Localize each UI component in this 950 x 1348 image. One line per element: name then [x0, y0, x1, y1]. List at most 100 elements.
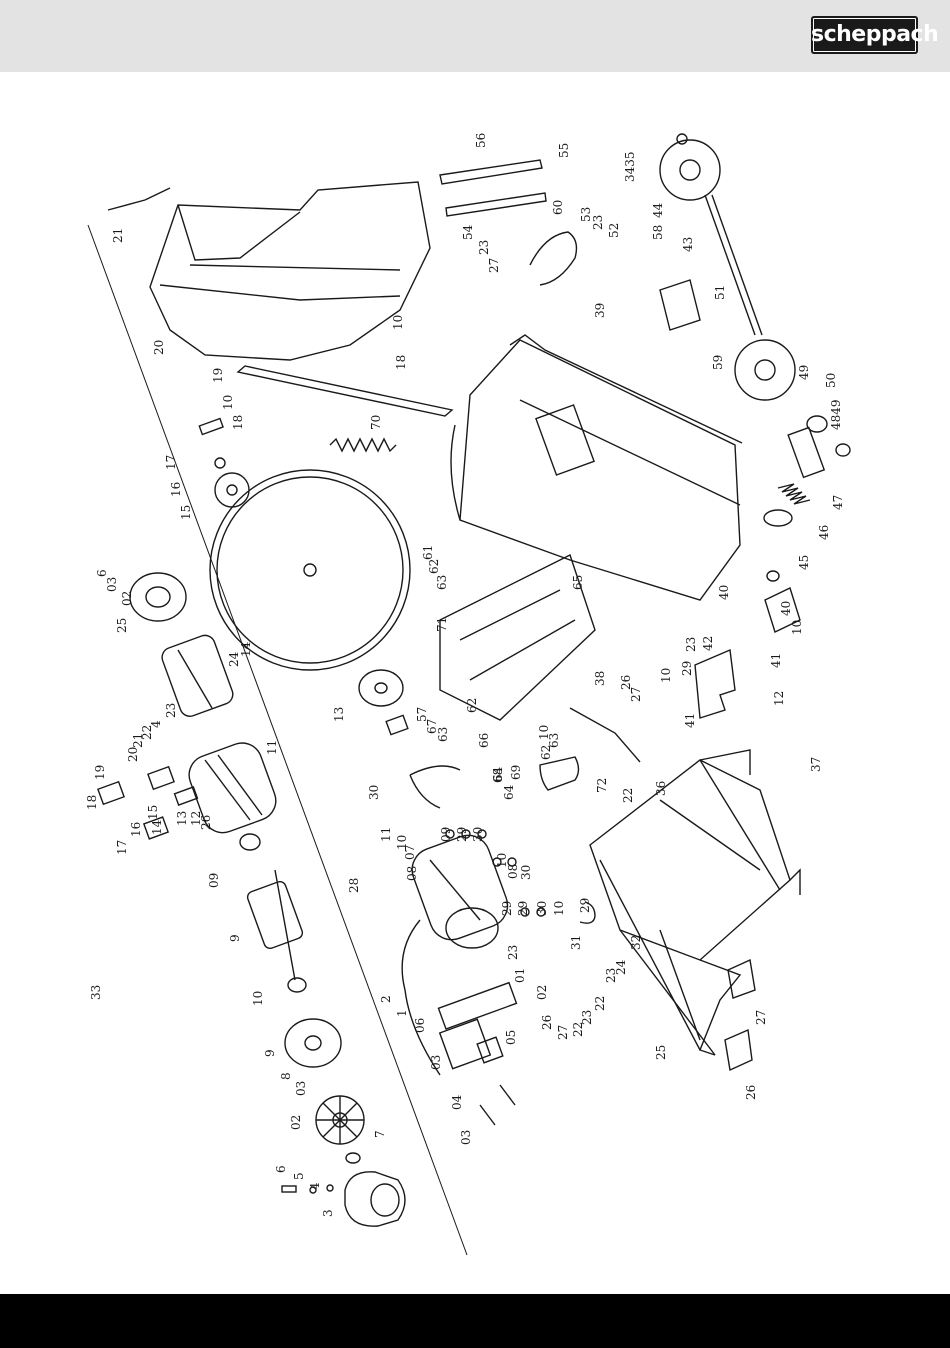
callout-label: 17	[115, 840, 129, 855]
callout-label: 62	[539, 745, 553, 760]
callout-label: 67	[425, 719, 439, 734]
callout-label: 41	[769, 653, 783, 668]
callout-label: 65	[571, 575, 585, 590]
callout-label: 24	[614, 959, 628, 975]
riving-bar	[236, 365, 454, 417]
callout-label: 60	[551, 200, 565, 215]
callout-label: 14	[150, 819, 164, 835]
callout-label: 23	[580, 1010, 594, 1025]
fan-clip	[345, 1152, 361, 1164]
callout-label: 10	[251, 991, 265, 1006]
cooling-fan	[315, 1095, 365, 1145]
callout-label: 26	[619, 675, 633, 690]
callout-label: 72	[595, 778, 609, 793]
callout-label: 02	[289, 1115, 303, 1130]
callout-label: 15	[146, 805, 160, 820]
mounting-plate	[437, 981, 518, 1030]
callout-label: 09	[439, 827, 453, 842]
callout-label: 29	[680, 661, 694, 676]
callout-label: 06	[413, 1018, 427, 1033]
callout-label: 22	[621, 788, 635, 803]
callout-label: 37	[809, 757, 823, 772]
end-shield	[284, 1018, 342, 1068]
stator	[161, 634, 234, 717]
callout-label: 23	[604, 968, 618, 983]
saw-blade	[209, 469, 411, 671]
callout-label: 11	[379, 827, 393, 842]
right-bracket	[764, 587, 801, 633]
switch-screws	[479, 1084, 516, 1126]
terminal-box	[97, 765, 199, 840]
callout-label: 71	[435, 617, 449, 632]
callout-label: 26	[199, 815, 213, 830]
callout-label: 64	[502, 784, 516, 800]
fence-handle	[529, 231, 578, 286]
blade-guard-housing	[107, 181, 431, 361]
callout-label: 3435	[623, 151, 637, 182]
callout-label: 27	[487, 258, 501, 273]
callout-label: 22	[571, 1022, 585, 1037]
callout-label: 38	[593, 671, 607, 686]
arbor-bolt-washers	[198, 417, 250, 508]
tilt-spring-assembly	[763, 415, 851, 582]
callout-label: 69	[509, 765, 523, 780]
callout-label: 58	[651, 225, 665, 240]
callout-label: 51	[713, 285, 727, 300]
callout-label: 47	[831, 495, 845, 510]
callout-label: 24	[227, 651, 241, 667]
callout-label: 20	[152, 340, 166, 355]
callout-label: 18	[394, 355, 408, 370]
diagram-divider-line	[87, 224, 468, 1256]
header-band	[0, 0, 950, 72]
stand-feet	[724, 958, 756, 1072]
callout-label: 49	[797, 365, 811, 380]
callout-label: 07	[403, 845, 417, 860]
callout-label: 03	[105, 577, 119, 592]
callout-label: 3	[321, 1209, 335, 1217]
callout-label: 32	[629, 935, 643, 950]
callout-label: 62	[465, 698, 479, 713]
callout-label: 29	[578, 898, 592, 913]
callout-label: 05	[504, 1030, 518, 1045]
callout-label: 4849	[829, 399, 843, 430]
callout-label: 30	[535, 901, 549, 916]
wheel-assembly	[659, 133, 796, 401]
callout-label: 56	[474, 133, 488, 148]
fan-cover-screws	[281, 1184, 334, 1194]
callout-label: 04	[450, 1094, 464, 1110]
callout-label: 10	[495, 853, 509, 868]
callout-label: 30	[519, 865, 533, 880]
callout-label: 9	[228, 934, 242, 942]
lever	[539, 756, 580, 791]
callout-label: 20	[126, 747, 140, 762]
callout-label: 26	[540, 1015, 554, 1030]
fan-cover	[344, 1171, 406, 1227]
motor-end-cap	[129, 572, 187, 622]
callout-label: 10	[221, 395, 235, 410]
callout-label: 40	[779, 601, 793, 616]
callout-label: 39	[593, 303, 607, 318]
callout-label: 45	[797, 555, 811, 570]
callout-label: 09	[207, 873, 221, 888]
callout-label: 63	[435, 575, 449, 590]
callout-label: 30	[367, 785, 381, 800]
callout-label: 27	[754, 1010, 768, 1025]
callout-label: 31	[569, 935, 583, 950]
callout-label: 11	[265, 740, 279, 755]
callout-label: 33	[89, 985, 103, 1000]
callout-label: 4	[308, 1182, 322, 1190]
callout-label: 10	[659, 668, 673, 683]
callout-label: 28	[347, 878, 361, 893]
callout-label: 10	[790, 620, 804, 635]
guide-plate	[694, 648, 736, 719]
callout-label: 68	[491, 768, 505, 783]
callout-label: 19	[93, 765, 107, 780]
callout-label: 66	[477, 733, 491, 748]
callout-label: 55	[557, 143, 571, 158]
callout-label: 12	[189, 811, 203, 826]
motor-cable	[401, 919, 441, 1076]
curved-bracket	[409, 765, 461, 809]
callout-label: 21	[111, 228, 125, 243]
callout-label: 53	[579, 207, 593, 222]
